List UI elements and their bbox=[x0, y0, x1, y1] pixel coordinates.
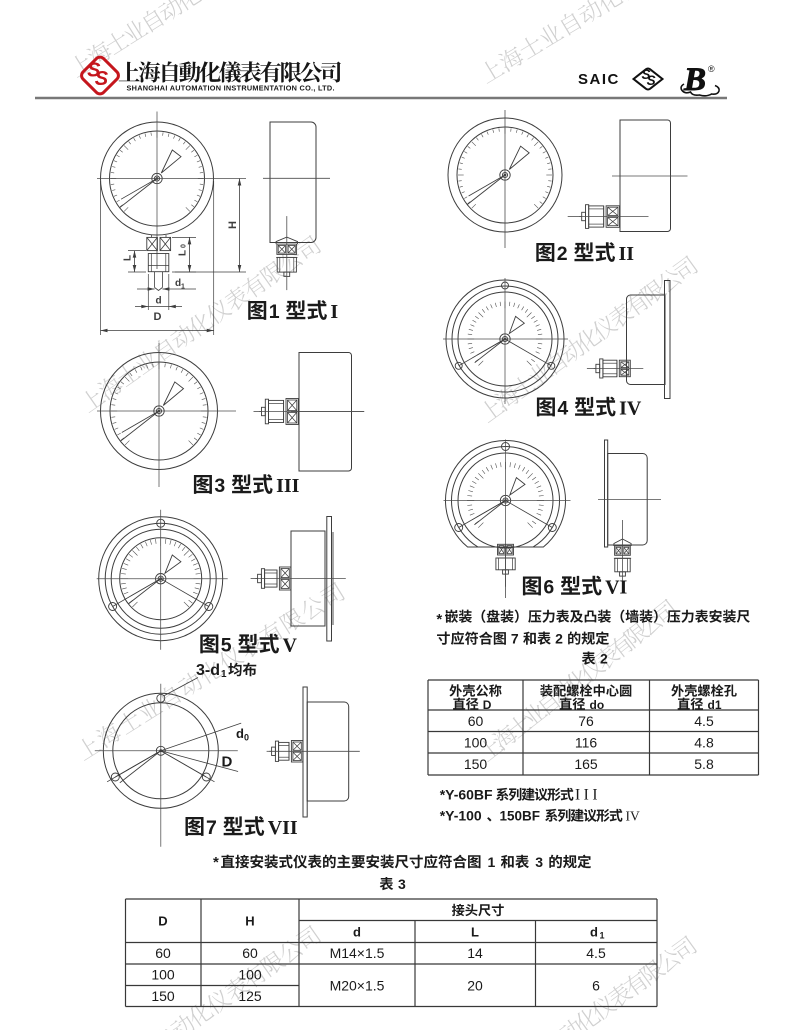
svg-text:VII: VII bbox=[268, 817, 298, 839]
svg-text:M20×1.5: M20×1.5 bbox=[330, 978, 385, 994]
svg-text:D: D bbox=[158, 914, 167, 929]
svg-text:1: 1 bbox=[269, 301, 280, 323]
svg-text:d: d bbox=[590, 925, 598, 940]
svg-text:150: 150 bbox=[464, 756, 488, 772]
svg-text:3: 3 bbox=[535, 854, 543, 870]
svg-text:6: 6 bbox=[543, 577, 554, 599]
svg-text:IV: IV bbox=[626, 809, 640, 824]
svg-text:76: 76 bbox=[578, 713, 594, 729]
svg-text:150: 150 bbox=[151, 988, 175, 1004]
svg-text:S: S bbox=[87, 60, 101, 82]
svg-text:0: 0 bbox=[181, 244, 188, 248]
svg-text:60: 60 bbox=[155, 945, 171, 961]
svg-text:*Y-100: *Y-100 bbox=[440, 808, 482, 824]
svg-text:S: S bbox=[647, 73, 656, 88]
svg-text:SAIC: SAIC bbox=[578, 71, 620, 88]
svg-text:116: 116 bbox=[575, 734, 598, 750]
svg-text:4.5: 4.5 bbox=[586, 945, 606, 961]
svg-text:d1: d1 bbox=[708, 698, 722, 712]
svg-text:d: d bbox=[175, 278, 181, 289]
svg-text:L: L bbox=[471, 925, 479, 940]
svg-text:D: D bbox=[154, 311, 162, 323]
svg-text:I: I bbox=[330, 301, 338, 323]
svg-text:4.5: 4.5 bbox=[694, 713, 714, 729]
svg-text:6: 6 bbox=[592, 978, 600, 994]
svg-text:H: H bbox=[245, 914, 254, 929]
svg-text:5.8: 5.8 bbox=[694, 756, 714, 772]
svg-text:*: * bbox=[436, 611, 442, 628]
svg-text:D: D bbox=[483, 698, 492, 712]
svg-text:2: 2 bbox=[557, 243, 568, 265]
svg-text:d: d bbox=[236, 726, 244, 741]
svg-text:150BF: 150BF bbox=[500, 809, 541, 824]
svg-text:4.8: 4.8 bbox=[694, 734, 714, 750]
svg-text:165: 165 bbox=[574, 756, 598, 772]
svg-text:100: 100 bbox=[238, 967, 262, 983]
svg-text:do: do bbox=[590, 698, 605, 712]
svg-text:3: 3 bbox=[214, 475, 225, 497]
svg-text:60: 60 bbox=[468, 713, 484, 729]
svg-text:1: 1 bbox=[488, 854, 496, 870]
svg-text:*: * bbox=[213, 854, 219, 871]
svg-text:14: 14 bbox=[467, 945, 483, 961]
svg-text:60: 60 bbox=[242, 945, 258, 961]
svg-text:B: B bbox=[683, 62, 706, 98]
svg-text:M14×1.5: M14×1.5 bbox=[330, 945, 385, 961]
svg-text:5: 5 bbox=[221, 635, 232, 657]
svg-text:L: L bbox=[178, 250, 189, 256]
svg-text:III: III bbox=[276, 475, 300, 497]
svg-text:H: H bbox=[227, 221, 239, 229]
svg-text:SHANGHAI AUTOMATION INSTRUMENT: SHANGHAI AUTOMATION INSTRUMENTATION CO.,… bbox=[127, 84, 335, 93]
svg-text:L: L bbox=[123, 255, 134, 261]
svg-text:7: 7 bbox=[511, 631, 519, 647]
svg-text:VI: VI bbox=[605, 577, 627, 599]
svg-text:7: 7 bbox=[206, 817, 217, 839]
svg-text:3: 3 bbox=[398, 876, 406, 892]
svg-text:3-d: 3-d bbox=[196, 662, 220, 679]
svg-text:®: ® bbox=[708, 64, 715, 74]
svg-text:D: D bbox=[222, 754, 233, 771]
svg-text:V: V bbox=[283, 635, 298, 657]
svg-text:IV: IV bbox=[619, 398, 642, 420]
svg-text:III: III bbox=[575, 787, 601, 804]
svg-text:*Y-60BF: *Y-60BF bbox=[440, 787, 493, 803]
svg-text:d: d bbox=[156, 296, 162, 307]
svg-text:100: 100 bbox=[151, 967, 175, 983]
svg-text:125: 125 bbox=[238, 988, 262, 1004]
svg-text:0: 0 bbox=[244, 733, 249, 743]
svg-text:4: 4 bbox=[557, 398, 568, 420]
svg-text:S: S bbox=[642, 67, 651, 82]
svg-text:1: 1 bbox=[221, 669, 227, 680]
svg-text:2: 2 bbox=[600, 651, 608, 667]
svg-text:1: 1 bbox=[600, 931, 605, 941]
svg-text:1: 1 bbox=[181, 284, 185, 291]
svg-text:100: 100 bbox=[464, 734, 488, 750]
svg-text:II: II bbox=[619, 243, 635, 265]
svg-text:20: 20 bbox=[467, 978, 483, 994]
svg-text:d: d bbox=[353, 925, 361, 940]
svg-text:2: 2 bbox=[555, 631, 563, 647]
svg-text:S: S bbox=[95, 68, 109, 90]
